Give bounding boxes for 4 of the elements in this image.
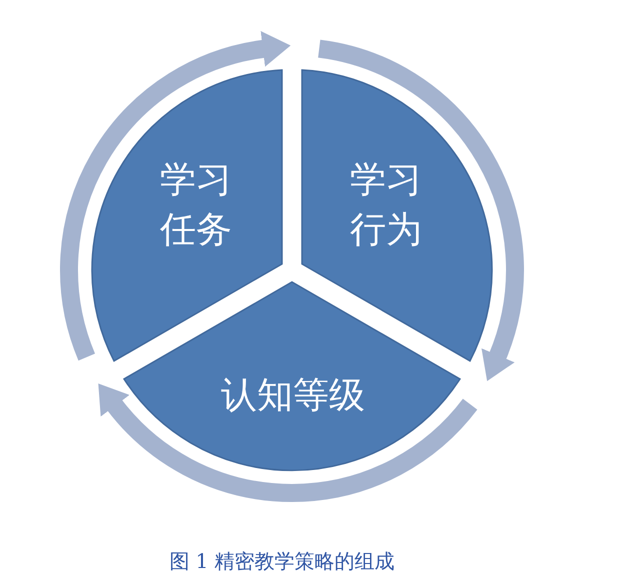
sector-label: 学习行为 (349, 158, 423, 253)
sector-label: 学习任务 (159, 158, 233, 253)
figure-caption: 图 1 精密教学策略的组成 (168, 548, 396, 575)
sector-label: 认知等级 (220, 374, 366, 418)
